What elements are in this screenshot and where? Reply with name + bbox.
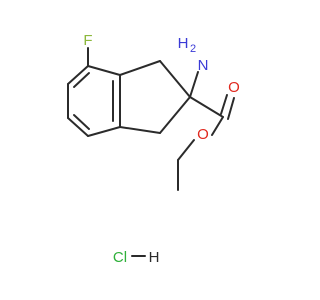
cyclopentane-ring [119,60,191,134]
bond-c5-c6 [67,65,89,85]
bond-c4-c1 [119,60,161,76]
atom-h-salt: H [149,249,160,266]
bond-c2-c3 [159,96,191,134]
bond-c7-c8 [67,117,89,137]
atom-h2: H [178,35,189,52]
atom-f: F [83,32,92,49]
h2-subscript: 2 [190,43,196,55]
atom-ester-o: O [197,126,209,143]
benzene-ring [67,65,121,137]
atom-n: N [198,57,209,74]
atom-carbonyl-o: O [228,79,240,96]
double-bond-c5-c6 [73,72,90,88]
structure-diagram: F H 2 N O O Cl H [67,32,240,266]
atom-cl: Cl [113,249,127,266]
bond-ccarbonyl-oester [211,116,224,136]
bond-c1-c2 [159,60,191,98]
bond-c3-c9 [119,126,161,134]
bond-carbonyl-double-b [227,97,235,120]
bond-c2-ccarbonyl [189,96,224,118]
bond-c8-c9 [87,126,121,137]
bond-oester-ch2 [177,139,195,161]
double-bond-c7-c8 [73,114,90,130]
bond-c4-c5 [87,65,121,76]
bond-carbonyl-double-a [220,94,228,115]
bond-c2-n [189,71,199,98]
